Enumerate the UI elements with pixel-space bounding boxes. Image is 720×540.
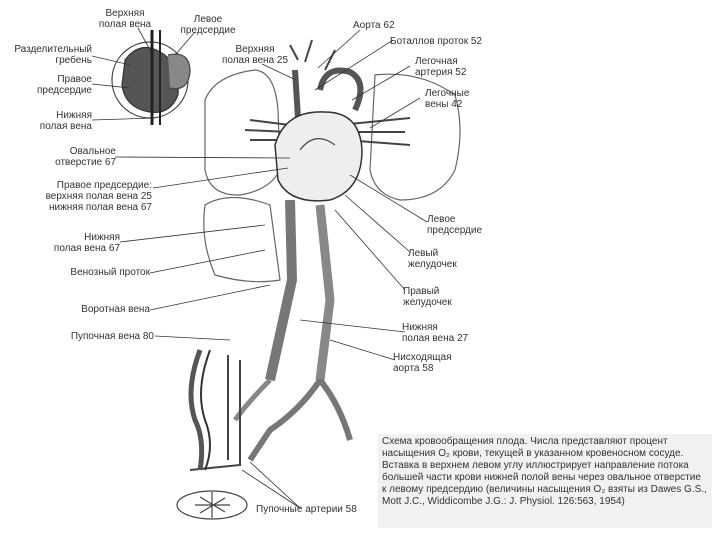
left-lung bbox=[204, 69, 281, 196]
label-left-atrium-top: Левое предсердие bbox=[180, 14, 236, 36]
label-svc-top: Верхняя полая вена bbox=[98, 8, 152, 30]
label-right-ventricle: Правый желудочек bbox=[403, 286, 452, 308]
label-portal-vein: Воротная вена bbox=[81, 304, 150, 315]
label-descending-aorta: Нисходящая аорта 58 bbox=[393, 352, 452, 374]
liver bbox=[203, 196, 281, 283]
label-right-atrium: Правое предсердие bbox=[36, 74, 92, 96]
inset-heart bbox=[121, 46, 179, 113]
label-umbilical-vein: Пупочная вена 80 bbox=[70, 331, 154, 342]
label-pulmonary-artery: Легочная артерия 52 bbox=[415, 56, 467, 78]
label-left-atrium: Левое предсердие bbox=[427, 214, 483, 236]
label-umbilical-arteries: Пупочные артерии 58 bbox=[256, 504, 357, 515]
label-left-ventricle: Левый желудочек bbox=[408, 248, 457, 270]
label-aorta: Аорта 62 bbox=[353, 20, 395, 31]
right-lung bbox=[369, 73, 461, 201]
label-svc-main: Верхняя полая вена 25 bbox=[221, 44, 289, 66]
label-botallo: Боталлов проток 52 bbox=[390, 36, 482, 47]
label-pulmonary-veins: Легочные вены 42 bbox=[425, 88, 470, 110]
caption-text: Схема кровообращения плода. Числа предст… bbox=[382, 436, 707, 507]
placenta bbox=[176, 490, 248, 520]
label-ivc-low: Нижняя полая вена 27 bbox=[402, 322, 469, 344]
label-ivc-main: Нижняя полая вена 67 bbox=[53, 232, 120, 254]
label-septum: Разделительный гребень bbox=[14, 44, 92, 66]
heart bbox=[274, 111, 363, 202]
figure-caption: Схема кровообращения плода. Числа предст… bbox=[378, 434, 712, 528]
label-ra-mix: Правое предсердие: верхняя полая вена 25… bbox=[45, 180, 152, 213]
label-ivc-inset: Нижняя полая вена bbox=[39, 110, 92, 132]
label-oval-foramen: Овальное отверстие 67 bbox=[55, 146, 116, 168]
label-venous-duct: Венозный проток bbox=[70, 267, 150, 278]
